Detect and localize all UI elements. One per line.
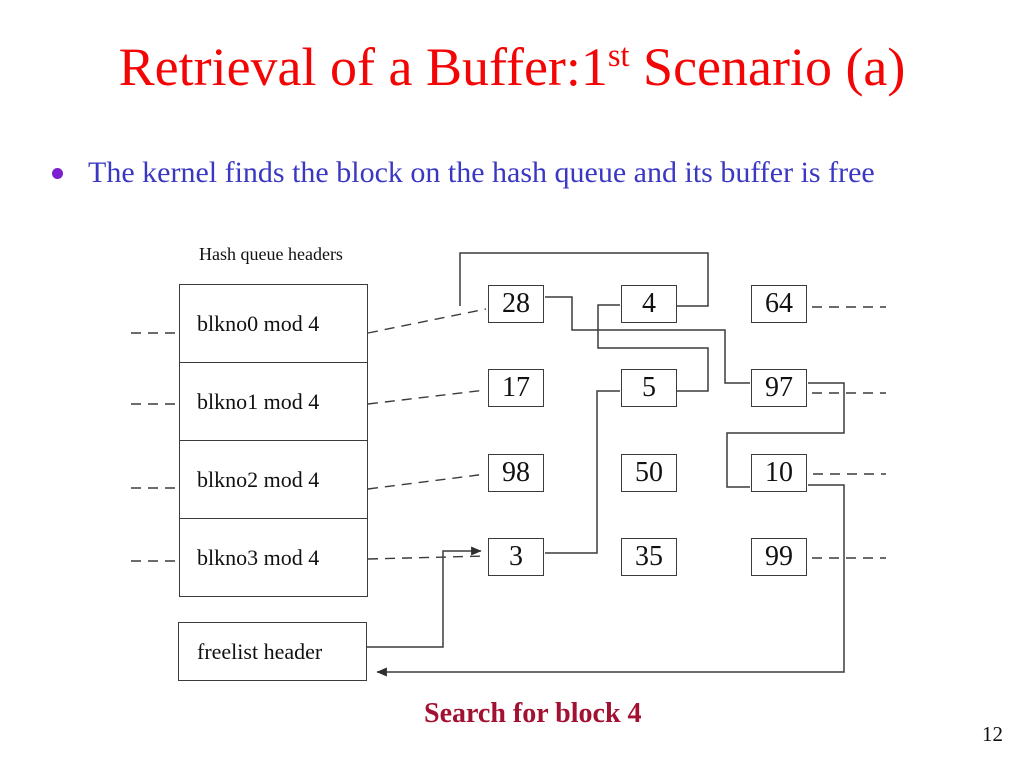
bullet-text: The kernel finds the block on the hash q… (88, 156, 875, 189)
dashed-header1-to-17 (367, 389, 487, 405)
hash-header-table: blkno0 mod 4 blkno1 mod 4 blkno2 mod 4 b… (179, 284, 368, 597)
buffer-box-64: 64 (751, 285, 807, 323)
buffer-box-97: 97 (751, 369, 807, 407)
dashed-header0-to-28 (367, 308, 487, 334)
bullet-item: The kernel finds the block on the hash q… (52, 156, 1002, 190)
pointer-freelist-to-3 (367, 546, 482, 648)
buffer-box-10: 10 (751, 454, 807, 492)
pointer-28-to-97 (545, 296, 750, 384)
title-text: Retrieval of a Buffer:1 (118, 37, 608, 97)
pointer-3-to-5 (545, 390, 620, 554)
buffer-box-5: 5 (621, 369, 677, 407)
hash-header-row-2: blkno2 mod 4 (180, 441, 367, 519)
buffer-box-35: 35 (621, 538, 677, 576)
title-text-rest: Scenario (a) (629, 37, 906, 97)
bullet-icon (52, 168, 63, 179)
hash-header-row-1: blkno1 mod 4 (180, 363, 367, 441)
hash-queue-headers-label: Hash queue headers (199, 244, 343, 264)
pointer-10-to-freelist (376, 484, 845, 677)
title-superscript: st (607, 38, 630, 74)
buffer-box-50: 50 (621, 454, 677, 492)
dashed-header2-to-98 (367, 473, 487, 490)
buffer-box-99: 99 (751, 538, 807, 576)
buffer-box-98: 98 (488, 454, 544, 492)
page-number: 12 (982, 722, 1003, 746)
caption: Search for block 4 (424, 698, 642, 729)
buffer-box-17: 17 (488, 369, 544, 407)
buffer-box-28: 28 (488, 285, 544, 323)
hash-queue-dashed-links (131, 306, 886, 562)
pointer-5-to-4 (597, 304, 709, 392)
freelist-header-box: freelist header (178, 622, 367, 681)
dashed-header3-to-3 (367, 555, 487, 560)
page-title: Retrieval of a Buffer:1st Scenario (a) (0, 36, 1024, 98)
freelist-pointers (367, 252, 845, 677)
pointer-97-to-10 (726, 382, 845, 488)
hash-header-row-3: blkno3 mod 4 (197, 544, 320, 570)
buffer-box-3: 3 (488, 538, 544, 576)
hash-header-row-0: blkno0 mod 4 (180, 285, 367, 363)
buffer-box-4: 4 (621, 285, 677, 323)
pointer-4-to-28 (459, 252, 709, 307)
